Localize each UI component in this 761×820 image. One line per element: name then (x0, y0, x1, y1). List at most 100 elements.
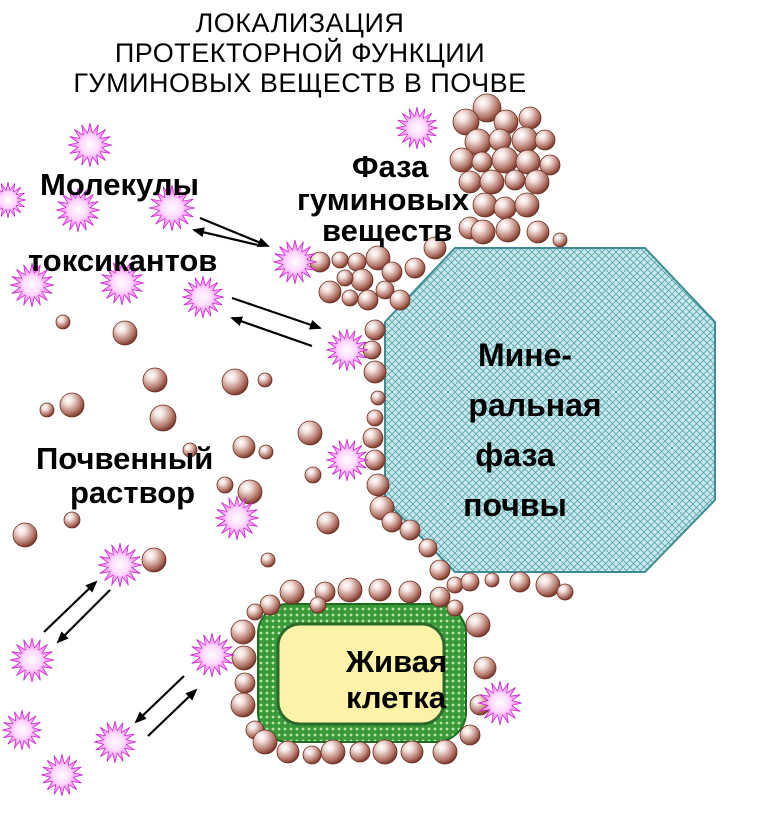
toxicants-label-line-2: токсикантов (28, 243, 218, 278)
humic-sphere (535, 572, 561, 598)
toxicant-molecule (40, 753, 84, 797)
humic-sphere (495, 217, 521, 243)
humic-sphere (504, 169, 526, 191)
humic-sphere (259, 594, 281, 616)
humic-sphere (400, 740, 424, 764)
toxicant-molecule (477, 680, 523, 726)
mineral-label-line-2: ральная (468, 387, 602, 423)
toxicant-molecule (214, 495, 260, 541)
exchange-arrow (134, 675, 185, 724)
humic-sphere (59, 392, 85, 418)
humic-sphere (365, 245, 391, 271)
humic-sphere (511, 126, 539, 154)
toxicant-molecule (9, 637, 55, 683)
exchange-arrow (192, 227, 263, 248)
humic-sphere (12, 522, 38, 548)
title-line-3: ГУМИНОВЫХ ВЕЩЕСТВ В ПОЧВЕ (73, 68, 527, 98)
humic-sphere (349, 741, 371, 763)
humic-sphere (514, 192, 540, 218)
humic-sphere (472, 93, 502, 123)
title-line-1: ЛОКАЛИЗАЦИЯ (195, 8, 405, 38)
humic-sphere (297, 420, 323, 446)
humic-sphere (260, 552, 276, 568)
mineral-phase (384, 247, 716, 573)
mineral-label-line-4: почвы (463, 487, 567, 523)
humic-sphere (55, 314, 71, 330)
humic-sphere (230, 619, 256, 645)
humic-sphere (399, 519, 421, 541)
toxicant-molecule (148, 184, 196, 232)
exchange-arrow (43, 580, 98, 633)
humic-label-line-1: Фаза (352, 149, 429, 184)
humic-sphere (237, 479, 263, 505)
humic-sphere (552, 232, 568, 248)
humic-sphere (63, 511, 81, 529)
humic-sphere (479, 169, 505, 195)
title-line-2: ПРОТЕКТОРНОЙ ФУНКЦИИ (114, 38, 486, 68)
soil-solution-label-line-1: Почвенный (36, 441, 214, 476)
living-cell-label-line-2: клетка (346, 680, 446, 715)
toxicant-molecule (93, 720, 137, 764)
humic-sphere (524, 169, 550, 195)
humic-sphere (216, 476, 234, 494)
exchange-arrows-group (43, 216, 322, 737)
humic-sphere (534, 129, 556, 151)
humic-sphere (472, 192, 498, 218)
toxicant-molecule (325, 438, 369, 482)
humic-sphere (350, 268, 374, 292)
living-cell-label-line-1: Живая (346, 644, 448, 679)
humic-sphere (279, 579, 305, 605)
humic-sphere (471, 151, 493, 173)
humic-sphere (363, 360, 387, 384)
toxicant-molecule (0, 181, 27, 219)
humic-sphere (364, 319, 386, 341)
mineral-label-line-3: фаза (475, 437, 555, 473)
humic-sphere (231, 645, 257, 671)
humic-sphere (460, 572, 480, 592)
humic-sphere (370, 390, 386, 406)
humic-sphere (473, 656, 497, 680)
humic-sphere (398, 580, 422, 604)
toxicant-molecule (9, 262, 55, 308)
humic-sphere (418, 538, 438, 558)
toxicants-label-line-1: Молекулы (40, 167, 200, 202)
toxicant-molecule (1, 709, 43, 751)
humic-sphere (539, 154, 561, 176)
exchange-arrow (231, 296, 322, 330)
humic-sphere (465, 612, 491, 638)
humic-sphere (318, 280, 342, 304)
humic-sphere (509, 571, 531, 593)
humic-sphere (234, 672, 256, 694)
humic-sphere (309, 596, 327, 614)
humic-sphere (341, 289, 359, 307)
humic-sphere (276, 740, 300, 764)
humic-sphere (252, 729, 278, 755)
toxicant-molecule (99, 260, 145, 306)
humic-sphere (449, 147, 475, 173)
humic-sphere (304, 466, 322, 484)
humic-sphere (142, 367, 168, 393)
humic-sphere (230, 692, 256, 718)
humic-sphere (404, 257, 426, 279)
humic-sphere (556, 583, 574, 601)
humic-sphere (366, 473, 390, 497)
humic-sphere (429, 586, 451, 608)
humic-sphere (302, 745, 322, 765)
humic-sphere (389, 289, 411, 311)
humic-sphere (375, 280, 395, 300)
living-cell-body (276, 622, 446, 726)
toxicant-molecule (272, 239, 318, 285)
humic-sphere (331, 251, 349, 269)
humic-sphere (368, 578, 392, 602)
humic-sphere (258, 444, 274, 460)
exchange-arrow (56, 589, 111, 644)
humic-sphere (493, 196, 517, 220)
soil-solution-label-line-2: раствор (70, 475, 196, 510)
humic-sphere (432, 739, 458, 765)
humic-sphere (526, 220, 550, 244)
humic-sphere (372, 739, 398, 765)
humic-sphere (182, 442, 198, 458)
humic-sphere (470, 219, 496, 245)
humic-sphere (484, 572, 500, 588)
